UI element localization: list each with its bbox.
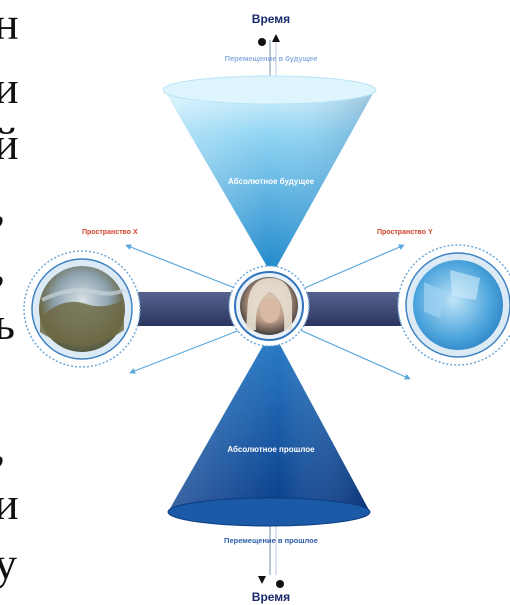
center-portrait xyxy=(228,265,310,347)
time-label-bottom: Время xyxy=(251,590,291,604)
glyph-1: н xyxy=(0,0,19,49)
ice-medallion xyxy=(397,244,510,366)
top-marker-dot xyxy=(258,38,266,46)
arrow-down-right xyxy=(299,329,411,380)
glyph-3: й xyxy=(0,118,19,169)
space-y-label: Пространство Y xyxy=(377,229,433,236)
move-past-label: Перемещение в прошлое xyxy=(224,536,318,545)
past-cone xyxy=(167,330,371,527)
future-cone-label: Абсолютное будущее xyxy=(227,177,315,186)
glyph-10: у xyxy=(0,538,17,589)
cropped-text-column: н и й , , ь , и у xyxy=(0,0,22,605)
glyph-8: , xyxy=(0,418,22,474)
space-x-label: Пространство X xyxy=(82,229,138,236)
bottom-marker-dot xyxy=(276,580,284,588)
bottom-down-arrow xyxy=(258,576,266,584)
top-up-arrow xyxy=(272,34,280,42)
glyph-2: и xyxy=(0,62,19,113)
glyph-5: , xyxy=(0,238,22,294)
landscape-medallion xyxy=(23,250,141,368)
future-cone xyxy=(162,75,377,275)
cropped-right-edge xyxy=(492,0,510,605)
arrow-up-right xyxy=(299,244,405,291)
arrow-up-left xyxy=(125,244,241,291)
glyph-9: и xyxy=(0,478,19,529)
arrow-down-left xyxy=(129,329,241,374)
move-future-label: Перемещение в будущее xyxy=(224,54,318,63)
glyph-6: ь xyxy=(0,298,15,349)
glyph-4: , xyxy=(0,178,22,234)
past-cone-label: Абсолютное прошлое xyxy=(227,445,315,454)
time-label-top: Время xyxy=(251,12,291,26)
